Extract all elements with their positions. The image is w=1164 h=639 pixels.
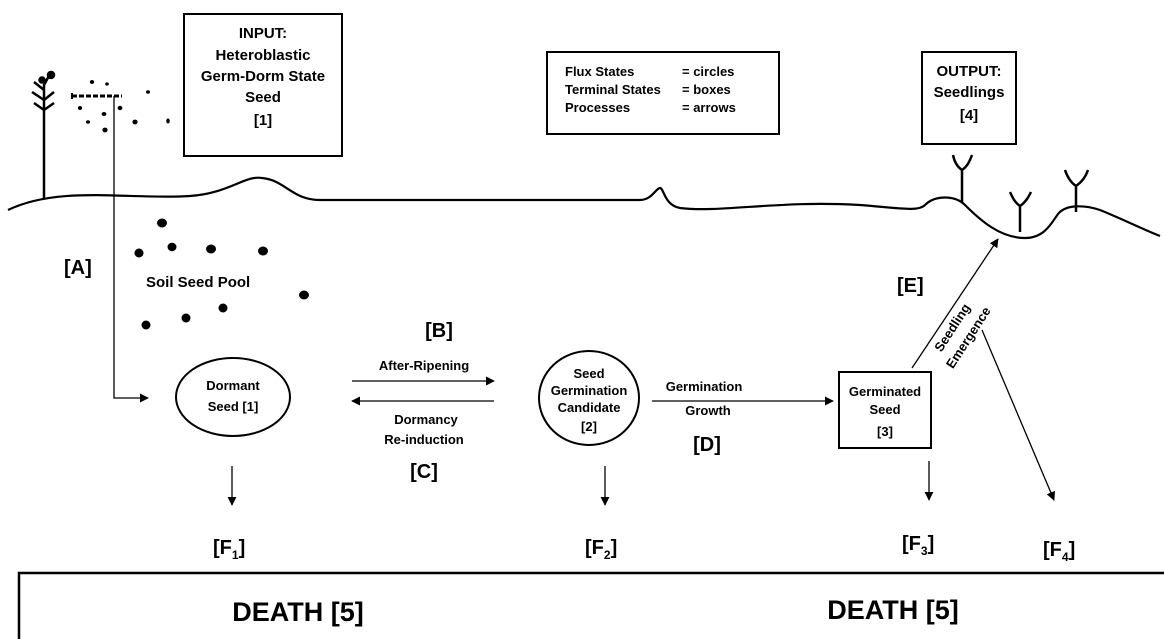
input-line-3: Germ-Dorm State: [201, 68, 325, 85]
input-title: INPUT:: [239, 25, 287, 42]
candidate-line-1: Seed: [573, 366, 604, 381]
death-region-border: [17, 571, 1164, 639]
candidate-line-3: Candidate: [558, 400, 621, 415]
fate-f3-label: [F3]: [902, 533, 934, 558]
legend-term-flux: Flux States: [565, 64, 634, 79]
fate-f4-label: [F4]: [1043, 539, 1075, 564]
soil-seed-pool-label: Soil Seed Pool: [146, 274, 250, 291]
legend-term-terminal: Terminal States: [565, 82, 661, 97]
germinated-line-2: Seed: [869, 402, 900, 417]
soil-seed-dots: [134, 218, 309, 330]
pathway-e-tag: [E]: [897, 275, 924, 297]
fate-f1-label: [F1]: [213, 537, 245, 562]
germinated-seed-state: [838, 371, 932, 449]
candidate-line-4: [2]: [581, 419, 597, 434]
dormant-seed-line-2: Seed [1]: [208, 399, 259, 414]
legend-term-processes: Processes: [565, 100, 630, 115]
legend-value-flux: = circles: [682, 64, 734, 79]
germinated-line-1: Germinated: [849, 384, 921, 399]
pathway-c-tag: [C]: [410, 461, 438, 483]
input-box: [183, 13, 343, 157]
legend-value-processes: = arrows: [682, 100, 736, 115]
dormant-seed-line-1: Dormant: [206, 378, 260, 393]
input-line-5: [1]: [254, 112, 272, 129]
soil-surface-line: [7, 176, 1161, 240]
output-line-2: Seedlings: [934, 84, 1005, 101]
legend-value-terminal: = boxes: [682, 82, 731, 97]
candidate-line-2: Germination: [551, 383, 628, 398]
pathway-d-line-2: Growth: [685, 403, 731, 418]
germinated-line-3: [3]: [877, 424, 893, 439]
dormant-seed-state: [175, 357, 291, 437]
pathway-a-label: [A]: [64, 257, 92, 279]
parent-plant-icon: [31, 70, 56, 198]
pathway-c-line-2: Re-induction: [384, 432, 463, 447]
legend-box: [546, 51, 780, 135]
fate-f2-label: [F2]: [585, 537, 617, 562]
output-title: OUTPUT:: [937, 63, 1002, 80]
death-label-right: DEATH [5]: [827, 595, 959, 625]
pathway-d-tag: [D]: [693, 434, 721, 456]
pathway-b-label: After-Ripening: [379, 358, 469, 373]
pathway-e-arrow: [911, 238, 999, 369]
death-label-left: DEATH [5]: [232, 597, 364, 627]
output-line-3: [4]: [960, 107, 978, 124]
germination-candidate-state: [538, 350, 640, 446]
seed-rain-dots: [77, 80, 170, 133]
input-line-2: Heteroblastic: [215, 47, 310, 64]
pathway-b-tag: [B]: [425, 320, 453, 342]
pathway-f4-arrow: [981, 329, 1055, 501]
pathway-d-line-1: Germination: [666, 379, 743, 394]
output-box: [921, 51, 1017, 145]
input-line-4: Seed: [245, 89, 281, 106]
pathway-c-line-1: Dormancy: [394, 412, 458, 427]
seedling-icons: [951, 154, 1090, 232]
pathway-a-arrow: [113, 96, 149, 403]
